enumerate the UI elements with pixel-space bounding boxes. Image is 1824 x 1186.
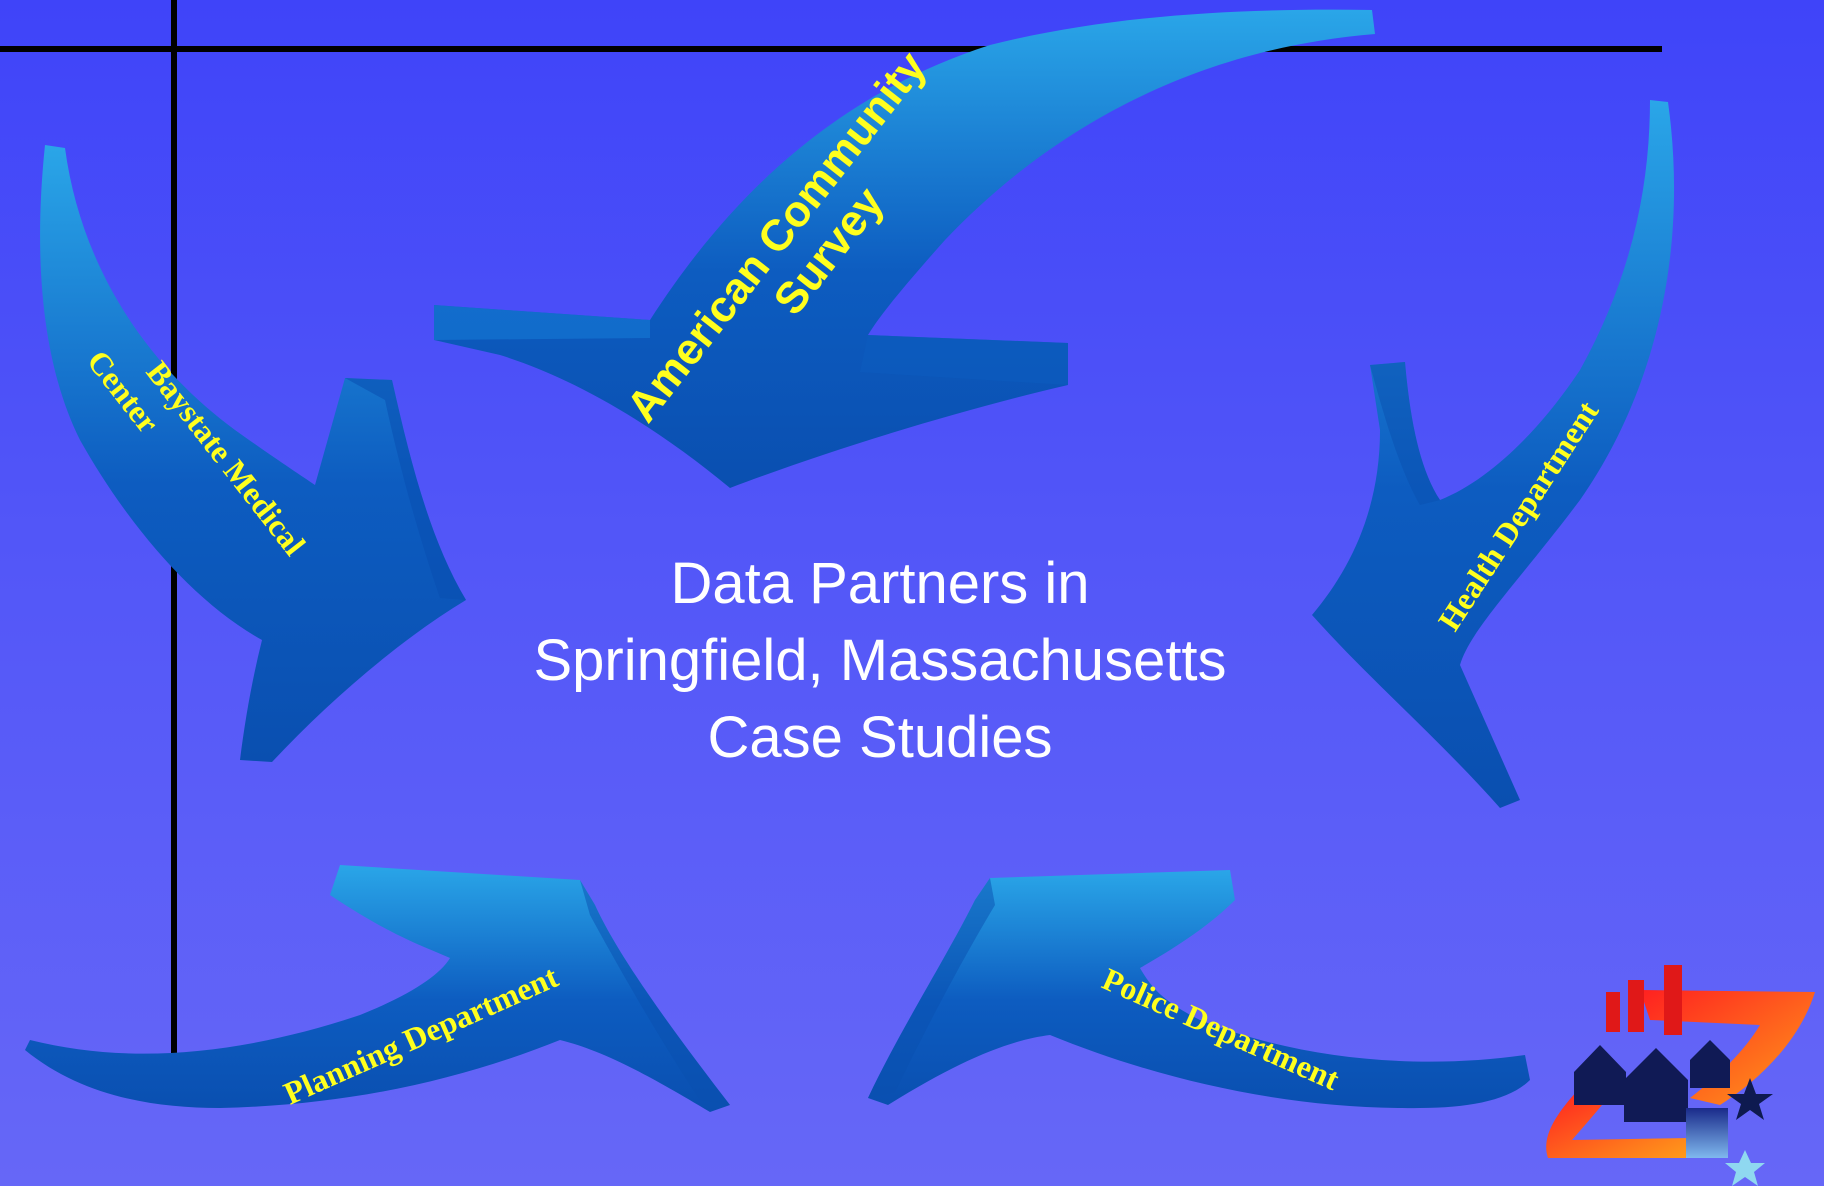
- acs-arrow: [434, 9, 1375, 488]
- health-arrow: [1312, 100, 1675, 808]
- center-title-line1: Data Partners in: [670, 551, 1090, 616]
- center-title-line3: Case Studies: [707, 705, 1053, 770]
- baystate-arrow: [40, 145, 466, 762]
- center-title-line2: Springfield, Massachusetts: [533, 628, 1227, 693]
- planning-arrow: [25, 865, 730, 1112]
- police-arrow: [868, 870, 1530, 1109]
- bar-chart-houses-star-logo: [1546, 965, 1815, 1186]
- center-title: Data Partners in Springfield, Massachuse…: [430, 545, 1330, 776]
- horizontal-rule: [0, 46, 1662, 52]
